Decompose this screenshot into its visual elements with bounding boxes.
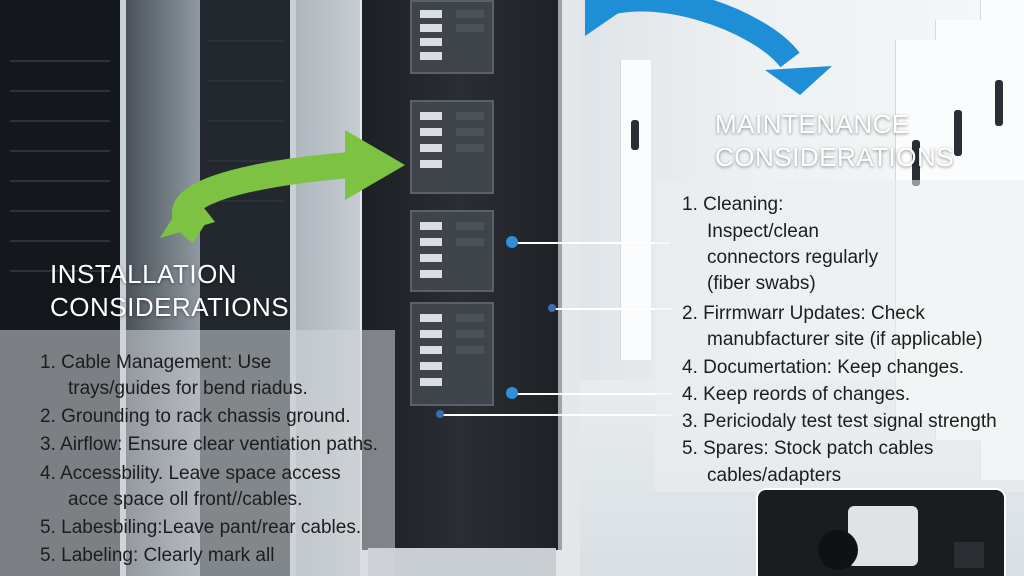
maintenance-heading-line1: MAINTENANCE <box>715 109 910 139</box>
inspection-scope-photo <box>756 488 1006 576</box>
installation-arrow-head <box>345 130 405 200</box>
patch-panel-module <box>410 302 494 406</box>
installation-item: 5. Labesbiling:Leave pant/rear cables. <box>40 517 362 538</box>
maintenance-arrow-head <box>765 66 832 95</box>
maintenance-heading: MAINTENANCE CONSIDERATIONS <box>715 108 954 174</box>
maintenance-heading-line2: CONSIDERATIONS <box>715 142 955 172</box>
maintenance-arrow <box>585 0 800 68</box>
maintenance-item: 4. Keep reords of changes. <box>682 384 911 405</box>
patch-panel-module <box>410 210 494 292</box>
scope-accessory <box>954 542 984 568</box>
maintenance-item: 2. Firrmwarr Updates: Check <box>682 303 925 324</box>
patch-panel-module <box>410 0 494 74</box>
maintenance-item: 5. Spares: Stock patch cables <box>682 438 934 459</box>
maintenance-item: 3. Periciodaly test test signal strength <box>682 411 997 432</box>
callout-dot <box>506 236 518 248</box>
scope-lens <box>818 530 858 570</box>
callout-line <box>512 393 672 395</box>
maintenance-panel <box>655 180 1024 492</box>
installation-item: 2. Grounding to rack chassis ground. <box>40 406 351 427</box>
maintenance-item: Inspect/clean <box>707 221 819 242</box>
callout-line <box>552 308 672 310</box>
scope-body <box>848 506 918 566</box>
maintenance-item: connectors regularly <box>707 247 879 268</box>
maintenance-item: (fiber swabs) <box>707 273 816 294</box>
patch-panel-module <box>410 100 494 194</box>
installation-arrow-tail <box>160 190 215 238</box>
maintenance-item: 4. Documertation: Keep changes. <box>682 357 965 378</box>
installation-item: 5. Labeling: Clearly mark all <box>40 545 275 566</box>
callout-dot <box>436 410 444 418</box>
installation-item: trays/guides for bend riadus. <box>68 378 308 399</box>
callout-dot <box>548 304 556 312</box>
center-rack-base <box>368 548 556 576</box>
installation-item: 4. Accessbility. Leave space access <box>40 463 341 484</box>
maintenance-item: cables/adapters <box>707 465 842 486</box>
maintenance-arrow-tail <box>585 0 620 36</box>
installation-item: 3. Airflow: Ensure clear ventiation path… <box>40 434 378 455</box>
callout-line <box>440 414 672 416</box>
installation-heading-line1: INSTALLATION <box>50 259 238 289</box>
installation-panel <box>0 330 395 576</box>
callout-line <box>512 242 670 244</box>
maintenance-item: manubfacturer site (if applicable) <box>707 329 983 350</box>
installation-heading-line2: CONSIDERATIONS <box>50 292 290 322</box>
installation-heading: INSTALLATION CONSIDERATIONS <box>50 258 289 324</box>
callout-dot <box>506 387 518 399</box>
far-cabinet <box>620 60 651 360</box>
maintenance-item: 1. Cleaning: <box>682 194 784 215</box>
installation-item: 1. Cable Management: Use <box>40 352 272 373</box>
installation-item: acce space oll front//cables. <box>68 489 303 510</box>
